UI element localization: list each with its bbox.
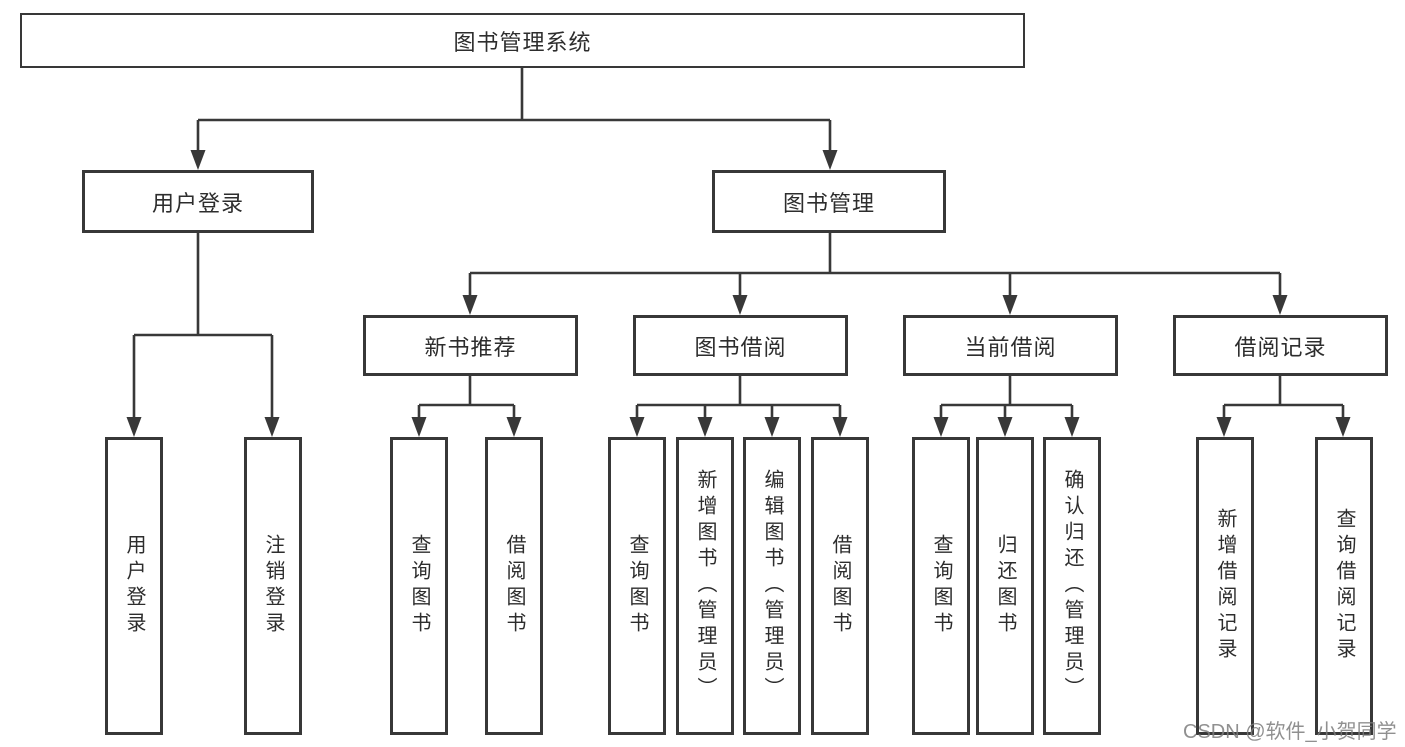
node-borrow-books: 借阅图书	[811, 437, 869, 735]
csdn-watermark: CSDN @软件_小贺同学	[1183, 721, 1397, 743]
node-query-books-current: 查询图书	[912, 437, 970, 735]
node-add-borrow-record: 新增借阅记录	[1196, 437, 1254, 735]
node-label: 查询图书	[408, 534, 430, 638]
node-book-management-system: 图书管理系统	[20, 13, 1025, 68]
node-user-login: 用户登录	[82, 170, 314, 233]
node-label: 用户登录	[123, 534, 145, 638]
node-label: 确认归还（管理员）	[1061, 469, 1083, 703]
node-new-book-recommend: 新书推荐	[363, 315, 578, 376]
node-label: 用户登录	[151, 190, 244, 216]
node-label: 查询图书	[626, 534, 648, 638]
node-return-books: 归还图书	[976, 437, 1034, 735]
node-label: 归还图书	[994, 534, 1016, 638]
node-edit-books-admin: 编辑图书（管理员）	[743, 437, 801, 735]
node-label: 当前借阅	[964, 334, 1057, 360]
node-label: 新增图书（管理员）	[694, 469, 716, 703]
node-label: 借阅图书	[829, 534, 851, 638]
node-add-books-admin: 新增图书（管理员）	[676, 437, 734, 735]
node-label: 借阅记录	[1234, 334, 1327, 360]
node-confirm-return-admin: 确认归还（管理员）	[1043, 437, 1101, 735]
node-label: 图书管理	[782, 190, 875, 216]
node-label: 查询图书	[930, 534, 952, 638]
node-borrow-records: 借阅记录	[1173, 315, 1388, 376]
node-query-books-recommend: 查询图书	[390, 437, 448, 735]
node-logout-action: 注销登录	[244, 437, 302, 735]
node-borrow-books-recommend: 借阅图书	[485, 437, 543, 735]
node-current-borrow: 当前借阅	[903, 315, 1118, 376]
node-label: 注销登录	[262, 534, 284, 638]
node-label: 图书管理系统	[453, 29, 592, 55]
node-label: 新增借阅记录	[1214, 508, 1236, 664]
node-book-management: 图书管理	[712, 170, 946, 233]
node-user-login-action: 用户登录	[105, 437, 163, 735]
node-label: 图书借阅	[694, 334, 787, 360]
node-label: 新书推荐	[424, 334, 517, 360]
node-label: 查询借阅记录	[1333, 508, 1355, 664]
node-label: 借阅图书	[503, 534, 525, 638]
node-query-books-borrow: 查询图书	[608, 437, 666, 735]
node-query-borrow-record: 查询借阅记录	[1315, 437, 1373, 735]
node-book-borrow: 图书借阅	[633, 315, 848, 376]
node-label: 编辑图书（管理员）	[761, 469, 783, 703]
